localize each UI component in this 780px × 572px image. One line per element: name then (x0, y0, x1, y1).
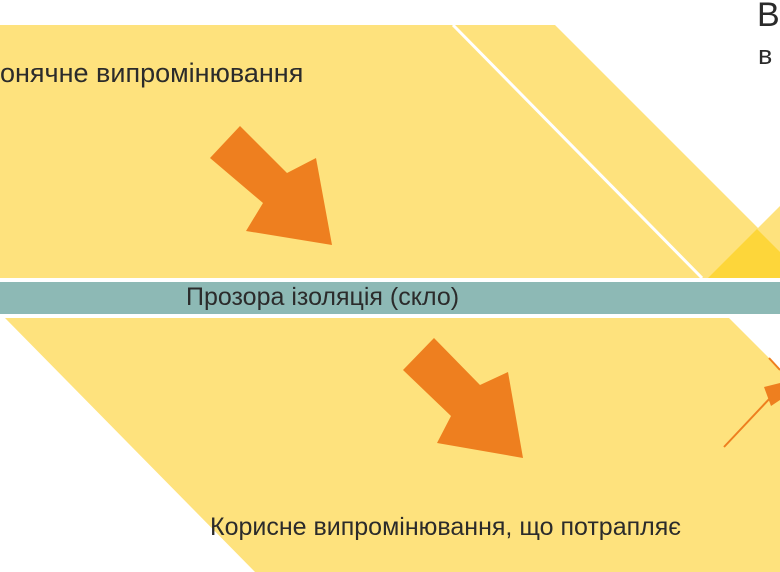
reemitted-arrow-icon (764, 383, 780, 406)
useful-radiation-band (5, 318, 780, 572)
incoming-radiation-label: онячне випромінювання (0, 58, 304, 88)
incoming-arrow-icon (210, 126, 332, 245)
reemitted-arrow-line (723, 395, 773, 448)
band-divider (451, 23, 704, 280)
top-right-label-1: В (757, 0, 780, 34)
glass-insulation-bar (0, 282, 780, 314)
incoming-radiation-band (0, 25, 780, 278)
top-right-label-2: в (758, 40, 773, 70)
useful-radiation-label: Корисне випромінювання, що потрапляє (210, 513, 682, 541)
useful-arrow-icon (403, 338, 523, 458)
reflected-overlap (708, 229, 780, 278)
reemitted-arrow-line-2 (768, 357, 780, 371)
glass-label: Прозора ізоляція (скло) (186, 283, 460, 311)
